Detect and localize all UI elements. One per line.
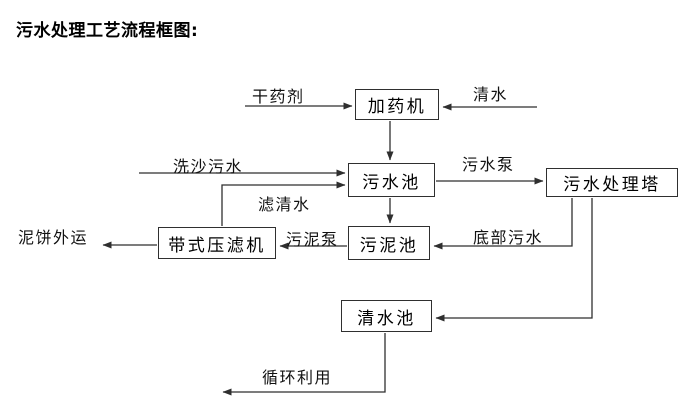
node-sewage-pool: 污水池 [348,163,435,197]
label-sewage-pump: 污水泵 [462,155,515,174]
label-filtered-water: 滤清水 [258,195,311,214]
edge-filtered-water-to-sewage-pool [221,181,346,226]
node-sludge-pool: 污泥池 [348,226,430,260]
edge-clean-water-pool-to-recycle [222,333,386,396]
node-dosing-machine: 加药机 [355,89,439,120]
label-dry-chemical: 干药剂 [252,87,305,106]
node-clean-water-pool: 清水池 [341,300,432,332]
label-sludge-pump: 污泥泵 [286,230,339,249]
node-belt-filter-press: 带式压滤机 [158,227,276,259]
edge-treatment-tower-to-clean-water-pool [435,198,593,322]
label-bottom-sewage: 底部污水 [473,228,544,247]
label-mud-cake-out: 泥饼外运 [18,228,89,247]
label-clean-water: 清水 [473,85,509,104]
label-sand-washing-sewage: 洗沙污水 [173,157,244,176]
edge-bottom-sewage-to-sludge-pool [433,198,573,250]
label-recycle: 循环利用 [262,368,333,387]
node-treatment-tower: 污水处理塔 [546,168,678,197]
page-title: 污水处理工艺流程框图: [16,21,199,41]
